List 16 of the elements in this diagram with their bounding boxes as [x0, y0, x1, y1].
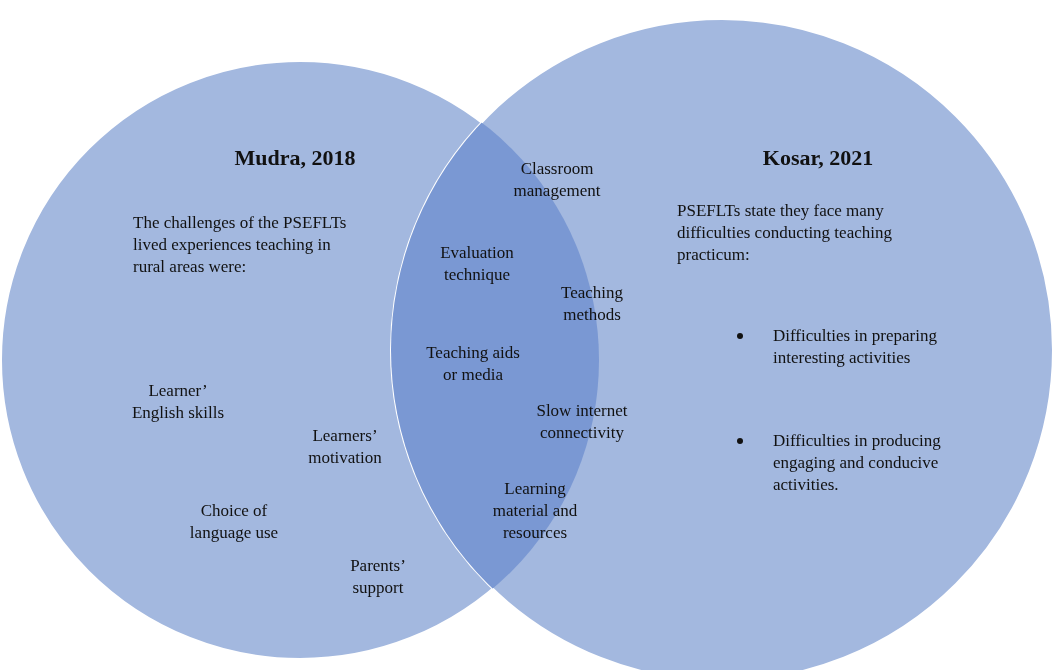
item-text: Choice of language use [188, 500, 280, 544]
description-text: PSEFLTs state they face many difficulties conducting teaching practicum: [677, 200, 893, 266]
description-text: The challenges of the PSEFLTs lived experiences teaching in rural areas were: [133, 212, 348, 278]
bullet-item: Difficulties in producing engaging and conducive activities. [773, 430, 978, 496]
shared-item-text: Classroom management [512, 158, 602, 202]
bullet-item: Difficulties in preparing interesting activities [773, 325, 978, 369]
shared-item-text: Evaluation technique [439, 242, 515, 286]
circle-heading: Mudra, 2018 [233, 145, 357, 171]
shared-item-text: Slow internet connectivity [535, 400, 629, 444]
circle-heading: Kosar, 2021 [761, 145, 875, 171]
item-text: Learner’ English skills [130, 380, 226, 424]
shared-item-text: Teaching methods [559, 282, 625, 326]
item-text: Parents’ support [349, 555, 407, 599]
item-text: Learners’ motivation [307, 425, 383, 469]
shared-item-text: Learning material and resources [491, 478, 579, 544]
shared-item-text: Teaching aids or media [425, 342, 521, 386]
